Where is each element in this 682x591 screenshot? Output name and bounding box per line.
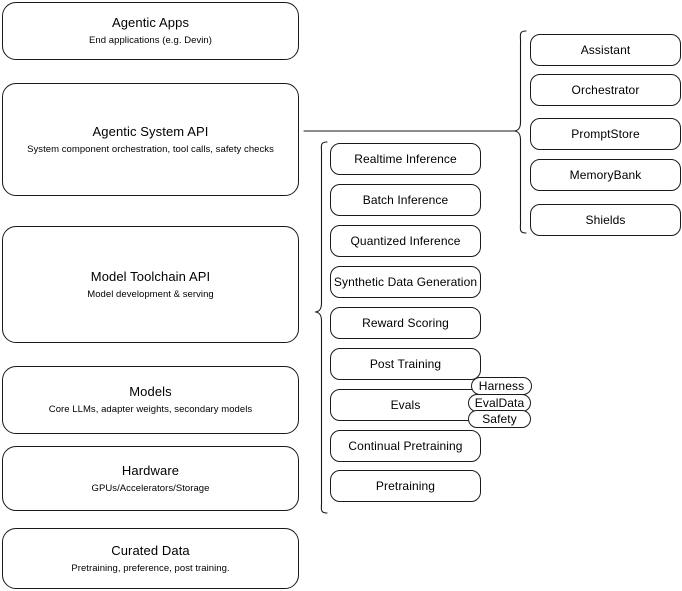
agentic-component-label: MemoryBank xyxy=(569,167,642,182)
capability-box-realtime-inference[interactable]: Realtime Inference xyxy=(330,143,481,175)
layer-title: Agentic Apps xyxy=(111,15,190,30)
layer-box-agentic-apps[interactable]: Agentic Apps End applications (e.g. Devi… xyxy=(2,2,299,60)
layer-title: Models xyxy=(129,384,172,399)
layer-subtitle: Pretraining, preference, post training. xyxy=(71,562,230,574)
capability-box-batch-inference[interactable]: Batch Inference xyxy=(330,184,481,216)
capability-box-synthetic-data-generation[interactable]: Synthetic Data Generation xyxy=(330,266,481,298)
capability-box-quantized-inference[interactable]: Quantized Inference xyxy=(330,225,481,257)
capability-label: Pretraining xyxy=(375,478,436,493)
layer-subtitle: GPUs/Accelerators/Storage xyxy=(91,482,210,494)
agentic-component-label: PromptStore xyxy=(571,126,640,141)
capability-label: Synthetic Data Generation xyxy=(333,274,478,289)
capability-label: Quantized Inference xyxy=(350,233,461,248)
capability-box-evals[interactable]: Evals xyxy=(330,389,481,421)
agentic-component-box-assistant[interactable]: Assistant xyxy=(530,34,681,66)
evals-tag-safety[interactable]: Safety xyxy=(468,410,531,428)
layer-box-models[interactable]: Models Core LLMs, adapter weights, secon… xyxy=(2,366,299,434)
agentic-component-box-promptstore[interactable]: PromptStore xyxy=(530,118,681,150)
layer-subtitle: Core LLMs, adapter weights, secondary mo… xyxy=(48,404,253,415)
capability-box-continual-pretraining[interactable]: Continual Pretraining xyxy=(330,430,481,462)
capability-label: Post Training xyxy=(369,356,442,371)
agentic-component-label: Shields xyxy=(585,212,626,227)
evals-tag-label: Harness xyxy=(478,379,525,393)
layer-subtitle: End applications (e.g. Devin) xyxy=(89,35,212,46)
evals-tag-label: Safety xyxy=(482,412,517,426)
agentic-component-box-shields[interactable]: Shields xyxy=(530,204,681,236)
layer-subtitle: System component orchestration, tool cal… xyxy=(27,143,274,155)
capability-label: Realtime Inference xyxy=(354,151,457,166)
layer-title: Curated Data xyxy=(111,542,190,558)
brace-agentic-components xyxy=(513,30,527,234)
layer-title: Agentic System API xyxy=(92,123,209,139)
capability-label: Continual Pretraining xyxy=(348,438,463,453)
layer-box-agentic-system-api[interactable]: Agentic System API System component orch… xyxy=(2,83,299,196)
evals-tag-harness[interactable]: Harness xyxy=(471,377,532,395)
agentic-component-label: Assistant xyxy=(580,42,631,57)
capability-box-pretraining[interactable]: Pretraining xyxy=(330,470,481,502)
agentic-component-box-memorybank[interactable]: MemoryBank xyxy=(530,159,681,191)
layer-subtitle: Model development & serving xyxy=(87,288,214,300)
layer-box-hardware[interactable]: Hardware GPUs/Accelerators/Storage xyxy=(2,446,299,511)
layer-box-curated-data[interactable]: Curated Data Pretraining, preference, po… xyxy=(2,528,299,589)
capability-label: Reward Scoring xyxy=(362,315,449,330)
brace-toolchain-capabilities xyxy=(314,141,328,514)
evals-tag-label: EvalData xyxy=(474,396,525,410)
capability-label: Evals xyxy=(390,397,421,412)
agentic-component-label: Orchestrator xyxy=(571,82,640,97)
agentic-component-box-orchestrator[interactable]: Orchestrator xyxy=(530,74,681,106)
layer-title: Model Toolchain API xyxy=(90,268,211,284)
capability-box-reward-scoring[interactable]: Reward Scoring xyxy=(330,307,481,339)
layer-title: Hardware xyxy=(121,462,180,478)
layer-box-model-toolchain-api[interactable]: Model Toolchain API Model development & … xyxy=(2,226,299,343)
capability-label: Batch Inference xyxy=(362,192,449,207)
capability-box-post-training[interactable]: Post Training xyxy=(330,348,481,380)
